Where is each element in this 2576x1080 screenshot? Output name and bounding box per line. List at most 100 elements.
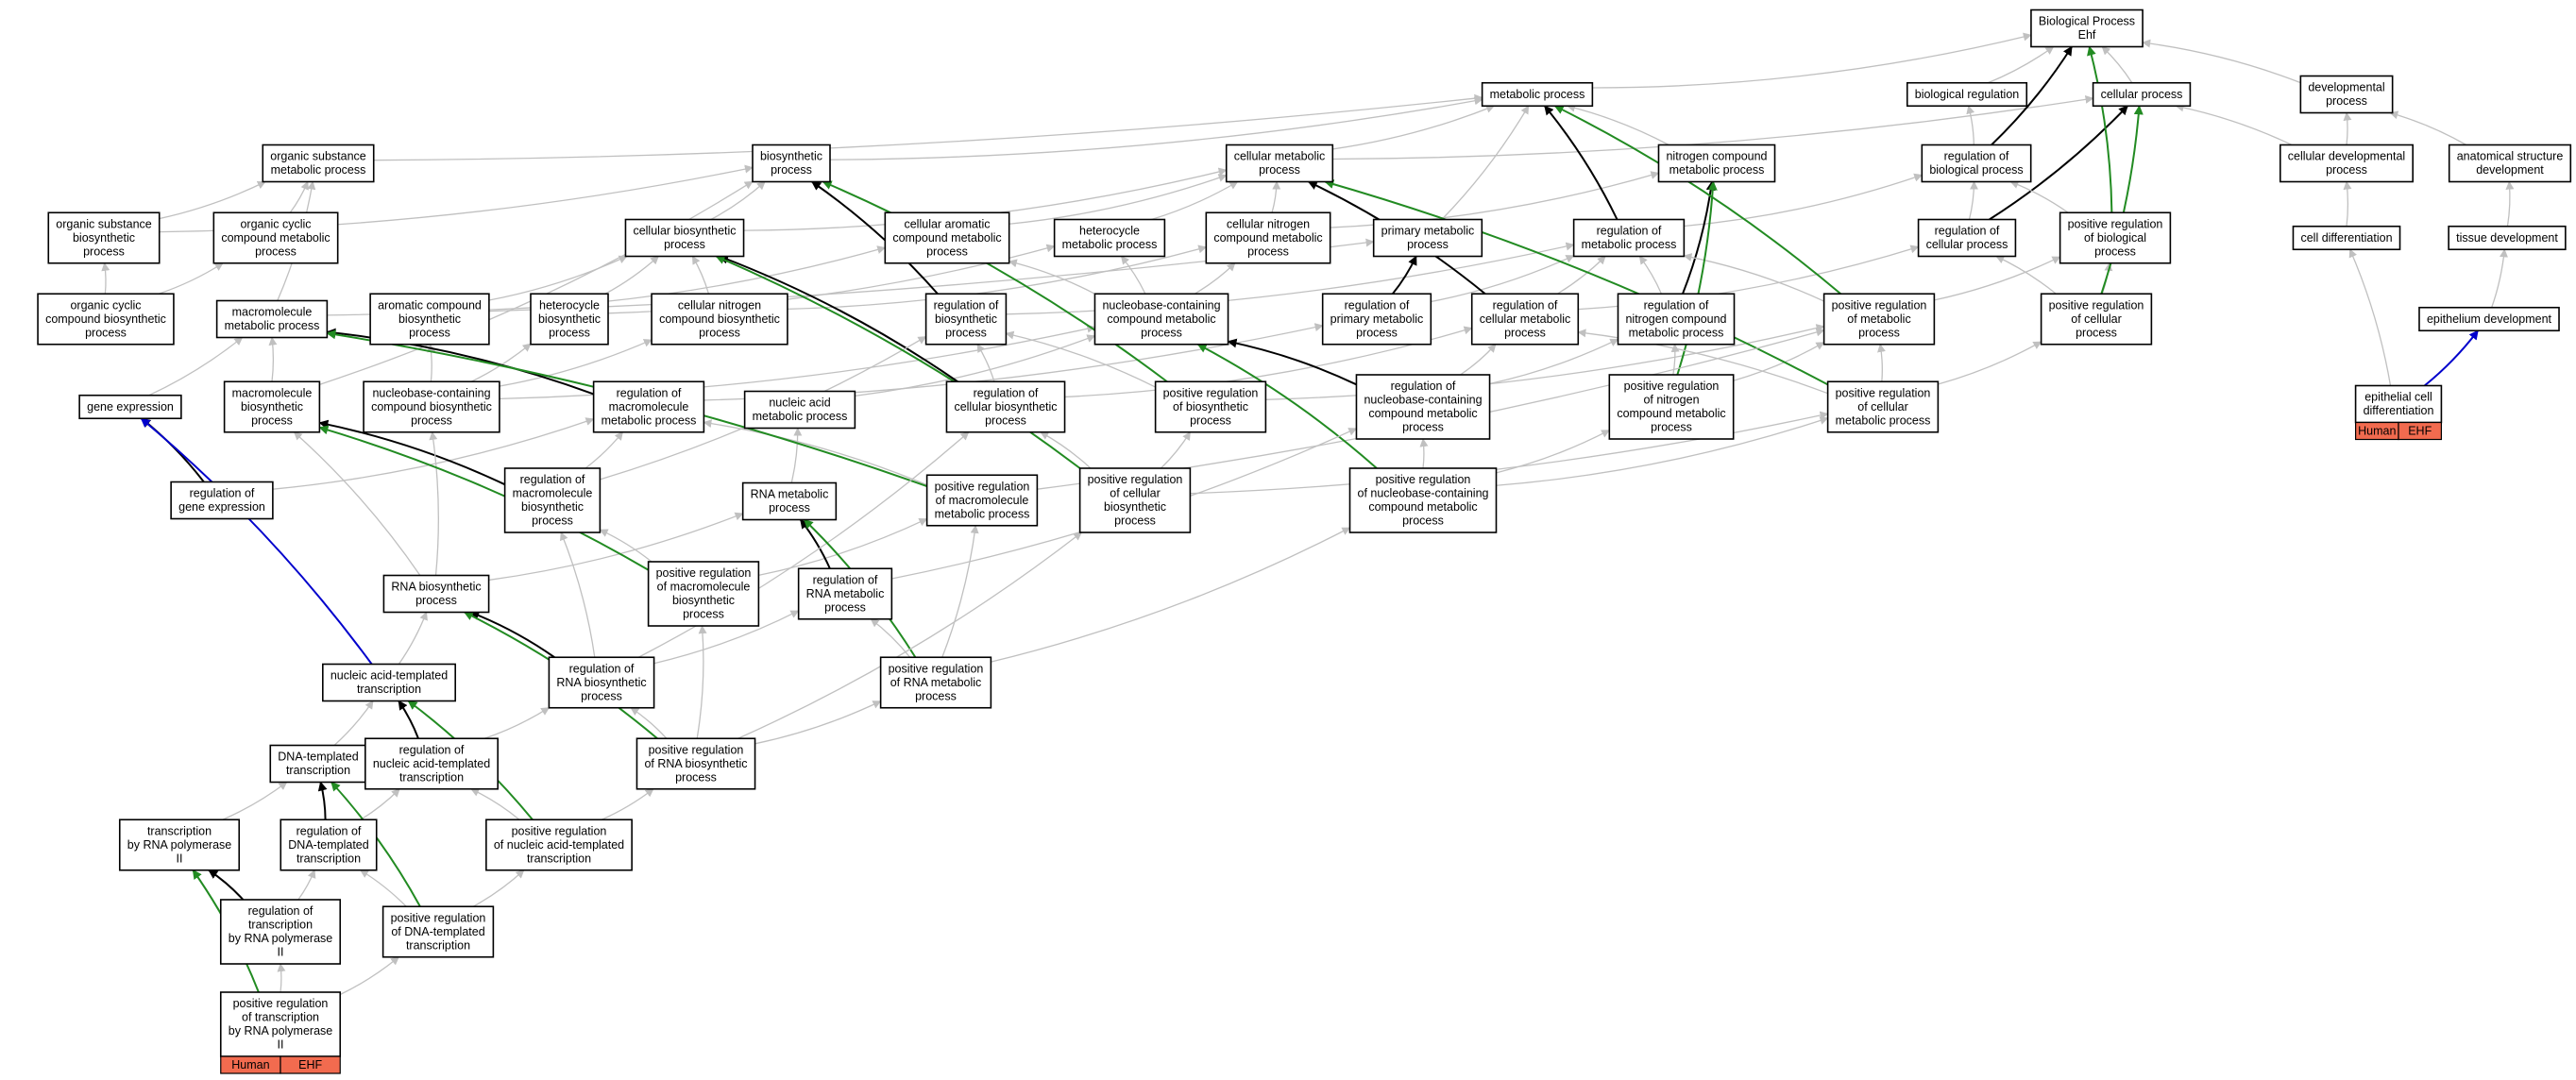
term-label-line: RNA metabolic: [751, 488, 829, 501]
term-label-line: process: [945, 326, 987, 339]
edge-regulates: [208, 869, 245, 901]
term-label-line: macromolecule: [609, 400, 689, 413]
go-term-breg[interactable]: biological regulation: [1906, 81, 2028, 108]
go-term-celldiff[interactable]: cell differentiation: [2292, 225, 2401, 251]
term-label-line: positive regulation: [935, 480, 1030, 493]
term-label-line: of biosynthetic: [1173, 400, 1248, 413]
term-label-line: biosynthetic: [398, 312, 461, 326]
edge-is-a: [637, 431, 970, 658]
go-term-cp[interactable]: cellular process: [2092, 81, 2192, 108]
term-label-line: biological process: [1929, 163, 2023, 177]
term-label-line: transcription: [297, 852, 361, 865]
term-label-line: of metabolic: [1847, 312, 1910, 326]
edge-is-a: [1441, 105, 1530, 220]
term-label-line: process: [1402, 515, 1444, 528]
go-term-rnbcmp[interactable]: regulation ofnucleobase-containingcompou…: [1355, 374, 1491, 440]
term-label-line: process: [1402, 421, 1444, 434]
term-label-line: organic substance: [56, 217, 152, 230]
term-label-line: positive regulation: [2068, 217, 2163, 230]
edge-is-a: [599, 529, 652, 563]
term-label-line: differentiation: [2364, 404, 2434, 417]
term-label-line: of macromolecule: [936, 494, 1029, 507]
edge-is-a: [333, 700, 374, 746]
edge-is-a: [360, 788, 400, 820]
term-label-line: compound metabolic: [892, 231, 1001, 245]
edge-is-a: [1683, 253, 1824, 302]
term-label-line: process: [769, 501, 810, 515]
go-term-mp[interactable]: metabolic process: [1481, 81, 1594, 108]
term-label-line: nitrogen compound: [1666, 150, 1767, 163]
term-label-line: process: [409, 326, 450, 339]
term-box: [363, 380, 500, 433]
go-term-epidev[interactable]: epithelium development: [2418, 306, 2560, 332]
term-label-line: metabolic process: [1629, 326, 1724, 339]
go-term-tisdev[interactable]: tissue development: [2448, 225, 2567, 251]
go-term-ge[interactable]: gene expression: [78, 394, 182, 420]
edge-is-a: [359, 869, 407, 907]
term-label-line: regulation of: [934, 298, 999, 312]
term-label-line: cellular process: [1926, 238, 2008, 251]
go-term-rmbp[interactable]: regulation ofmacromoleculebiosyntheticpr…: [503, 467, 602, 533]
